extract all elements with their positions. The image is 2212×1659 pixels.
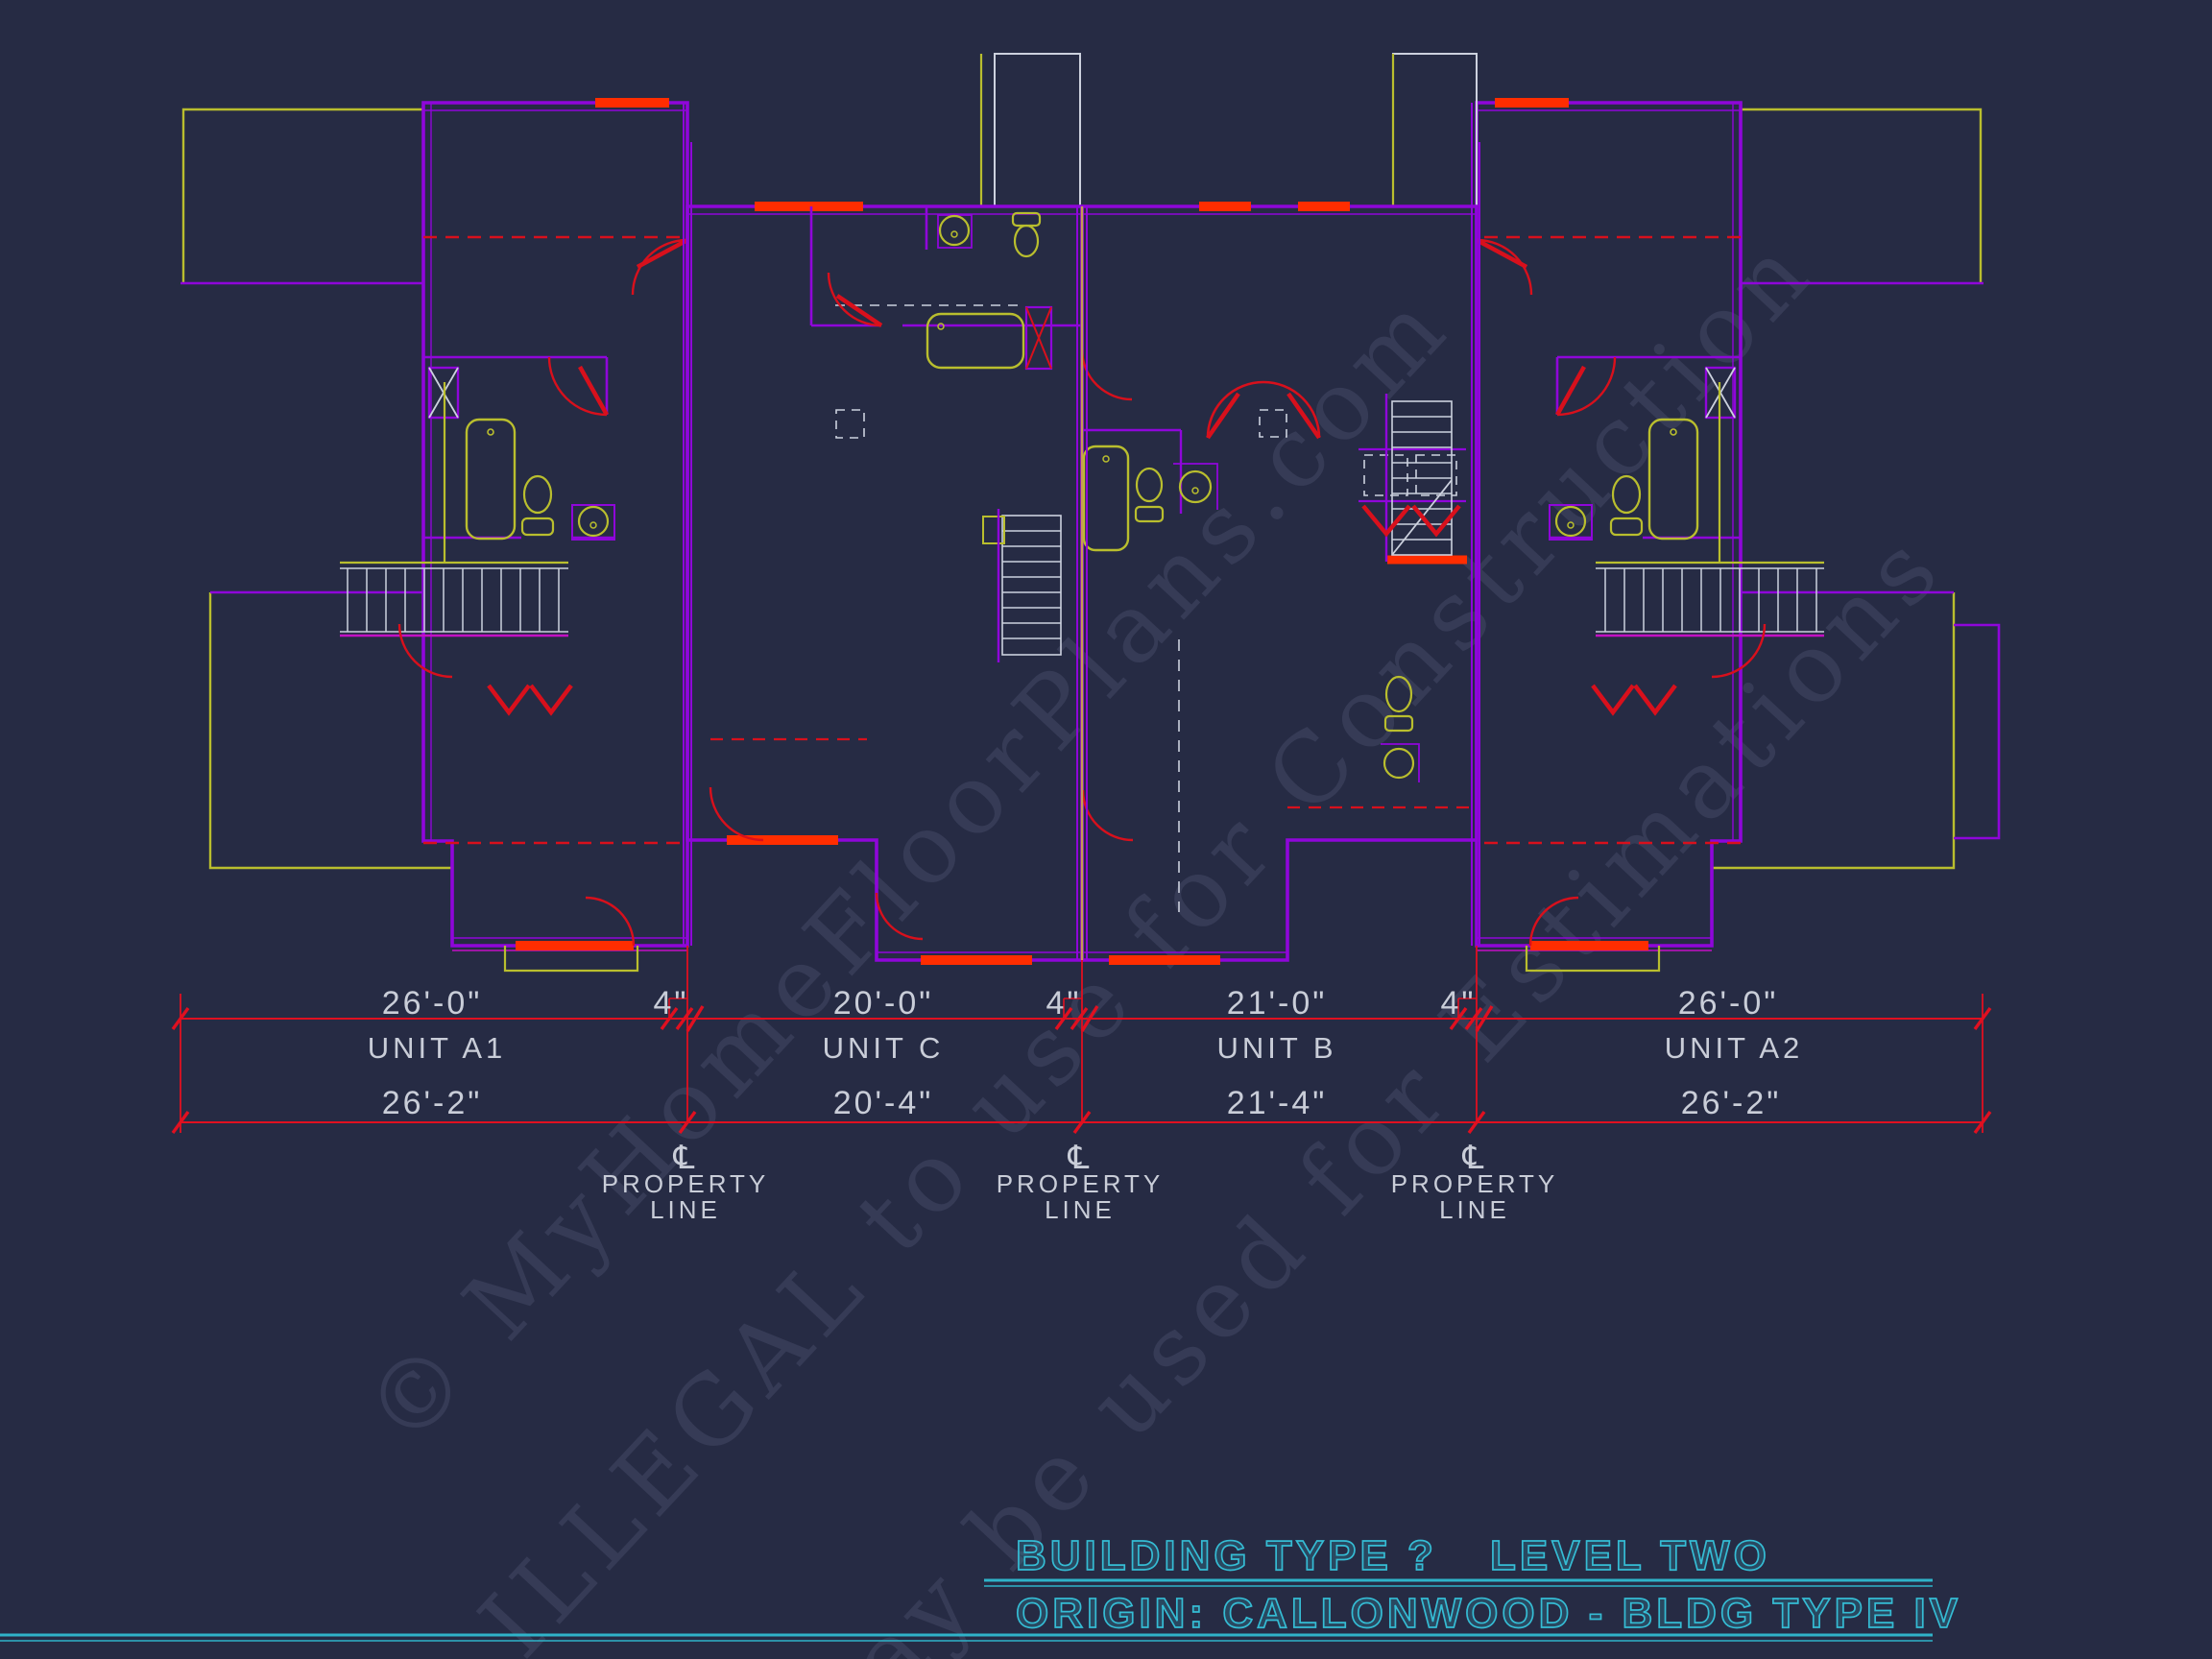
unit-a1-plan [180,98,689,973]
dim-a2-bottom: 26'-2" [1680,1085,1782,1121]
unit-b-plan [1080,53,1479,965]
dim-c-bottom: 20'-4" [832,1085,934,1121]
property-label-3: PROPERTY [1390,1169,1559,1198]
title-block-lines [0,1578,1933,1642]
dim-a1-top: 26'-0" [381,985,483,1022]
dim-b-top: 21'-0" [1226,985,1328,1022]
dim-a1-bottom: 26'-2" [381,1085,483,1121]
dimension-lines [171,994,1992,1134]
unit-label-b: UNIT B [1216,1031,1337,1065]
property-label-2: PROPERTY [996,1169,1165,1198]
level-title: LEVEL TWO [1489,1531,1770,1580]
centerline-symbol-3: ℄ [1462,1139,1487,1177]
property-lines [683,103,1480,1122]
dim-c-top: 20'-0" [832,985,934,1022]
property-label-1b: LINE [650,1195,721,1224]
unit-a2-porch [1954,623,2001,840]
dim-a2-top: 26'-0" [1677,985,1779,1022]
property-label-2b: LINE [1045,1195,1116,1224]
dim-offset-3: 4" [1440,985,1477,1022]
centerline-symbol-1: ℄ [673,1139,698,1177]
origin-title: ORIGIN: CALLONWOOD - BLDG TYPE IV [1015,1589,1962,1638]
property-label-3b: LINE [1439,1195,1510,1224]
building-type-title: BUILDING TYPE ? [1015,1531,1437,1580]
unit-c-plan [685,53,1084,965]
unit-label-c: UNIT C [822,1031,945,1065]
centerline-symbol-2: ℄ [1068,1139,1093,1177]
unit-label-a2: UNIT A2 [1664,1031,1804,1065]
dim-offset-1: 4" [653,985,689,1022]
dim-offset-2: 4" [1046,985,1082,1022]
unit-a2-plan [1477,103,1984,971]
unit-label-a1: UNIT A1 [367,1031,507,1065]
property-label-1: PROPERTY [601,1169,770,1198]
dim-b-bottom: 21'-4" [1226,1085,1328,1121]
